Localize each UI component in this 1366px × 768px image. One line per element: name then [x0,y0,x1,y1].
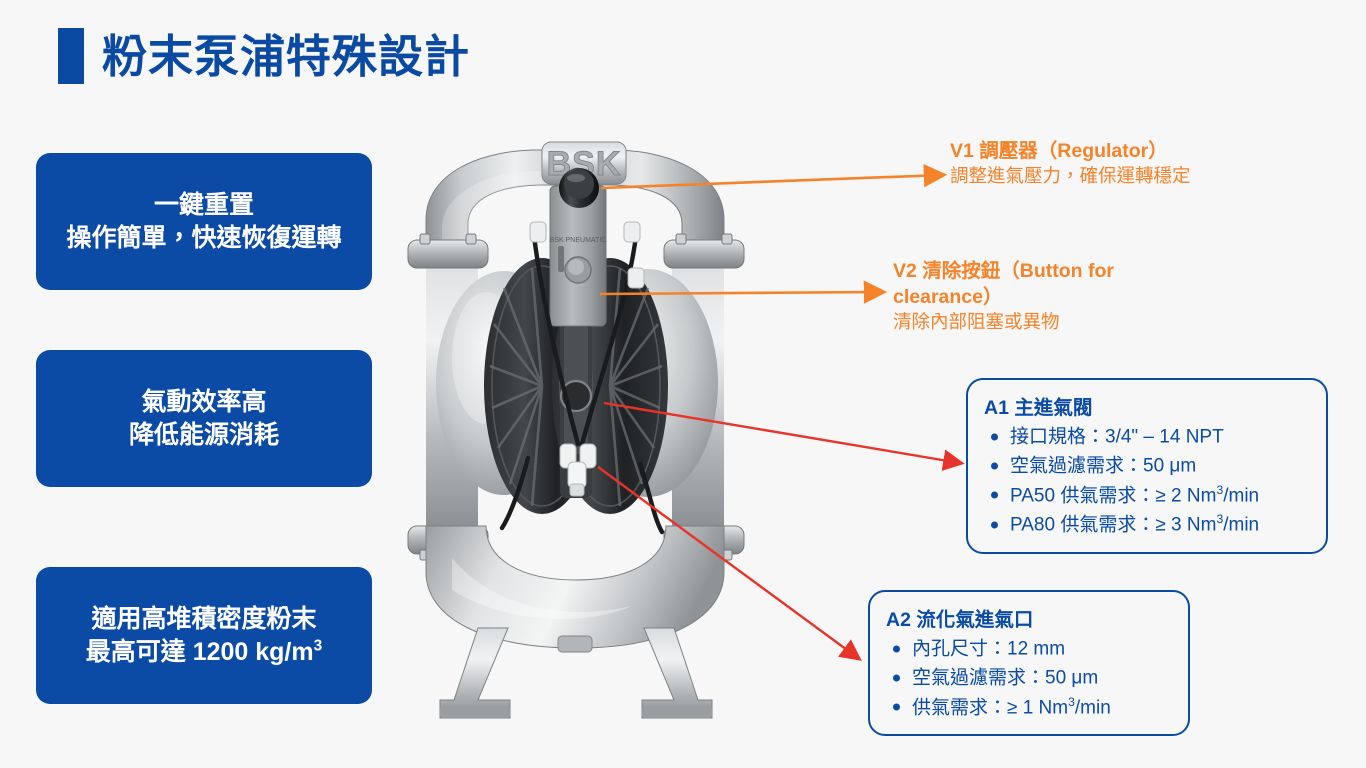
brand-plate: BSK [541,141,627,185]
spec-item: 內孔尺寸：12 mm [886,634,1172,663]
clearance-button-v2 [564,256,592,284]
spec-box-a1-list: 接口規格：3/4" – 14 NPT 空氣過濾需求：50 μm PA50 供氣需… [984,422,1310,540]
svg-text:BSK PNEUMATIC: BSK PNEUMATIC [550,237,607,244]
regulator-knob-v1 [559,168,599,208]
spec-item-suffix: /min [1074,697,1111,719]
spec-item: 接口規格：3/4" – 14 NPT [984,422,1310,451]
callout-v2-title-line2: clearance） [893,286,1003,309]
spec-item-text: 內孔尺寸：12 mm [912,638,1066,660]
feature-card-3-line2-text: 最高可達 1200 kg/m [85,637,314,666]
feature-card-pneumatic-efficiency: 氣動效率高 降低能源消耗 [36,350,372,487]
feature-card-3-line2: 最高可達 1200 kg/m3 [86,636,322,669]
feature-card-one-touch-reset: 一鍵重置 操作簡單，快速恢復運轉 [36,153,372,290]
page-title: 粉末泵浦特殊設計 [58,28,470,84]
feature-card-3-line2-superscript: 3 [313,637,323,655]
spec-box-a1-main-air-valve: A1 主進氣閥 接口規格：3/4" – 14 NPT 空氣過濾需求：50 μm … [966,378,1328,554]
spec-item-suffix: /min [1223,514,1260,536]
control-block: BSK PNEUMATIC [549,168,607,327]
callout-v2-subtitle: 清除內部阻塞或異物 [893,311,1060,333]
spec-item-text: 空氣過濾需求：50 μm [912,667,1099,689]
spec-box-a2-list: 內孔尺寸：12 mm 空氣過濾需求：50 μm 供氣需求：≥ 1 Nm3/min [886,634,1172,722]
pneumatic-fittings [529,221,645,497]
callout-v2-clearance-button: V2 清除按鈕（Button for clearance） 清除內部阻塞或異物 [893,258,1183,335]
page-title-text: 粉末泵浦特殊設計 [102,30,471,82]
callout-v1-regulator: V1 調壓器（Regulator） 調整進氣壓力，確保運轉穩定 [950,138,1310,189]
product-photo-pump: BSK [382,128,768,728]
spec-item-text: 供氣需求：≥ 1 Nm [912,697,1069,719]
feature-card-2-line1: 氣動效率高 [141,387,267,416]
spec-item-text: 接口規格：3/4" – 14 NPT [1010,426,1224,448]
spec-item-sup: 3 [1216,482,1224,497]
spec-item-text: PA80 供氣需求：≥ 3 Nm [1010,514,1217,536]
spec-item: 空氣過濾需求：50 μm [984,451,1310,480]
feature-card-2-line2: 降低能源消耗 [128,420,279,449]
spec-item: PA50 供氣需求：≥ 2 Nm3/min [984,481,1310,510]
spec-box-a2-fluidizing-air-inlet: A2 流化氣進氣口 內孔尺寸：12 mm 空氣過濾需求：50 μm 供氣需求：≥… [868,590,1190,737]
spec-item-sup: 3 [1068,694,1075,709]
title-marker-square [58,28,84,84]
feature-card-1-line1: 一鍵重置 [153,190,254,219]
spec-box-a1-title: A1 主進氣閥 [984,397,1093,419]
spec-box-a2-title: A2 流化氣進氣口 [886,609,1034,631]
feature-card-bulk-density: 適用高堆積密度粉末 最高可達 1200 kg/m3 [36,567,372,704]
spec-item: PA80 供氣需求：≥ 3 Nm3/min [984,510,1310,539]
callout-v1-title: V1 調壓器（Regulator） [950,140,1168,162]
spec-item-text: 空氣過濾需求：50 μm [1010,455,1197,477]
feature-card-3-line1: 適用高堆積密度粉末 [91,604,317,633]
spec-item: 供氣需求：≥ 1 Nm3/min [886,693,1172,722]
fluidizing-air-inlet-a2 [559,443,597,497]
feature-card-1-line2: 操作簡單，快速恢復運轉 [66,223,342,252]
spec-item-text: PA50 供氣需求：≥ 2 Nm [1010,485,1217,507]
spec-item-suffix: /min [1223,485,1260,507]
callout-v1-subtitle: 調整進氣壓力，確保運轉穩定 [950,165,1191,187]
spec-item-sup: 3 [1216,512,1224,527]
callout-v2-title-line1: V2 清除按鈕（Button for [893,260,1114,282]
spec-item: 空氣過濾需求：50 μm [886,663,1172,692]
